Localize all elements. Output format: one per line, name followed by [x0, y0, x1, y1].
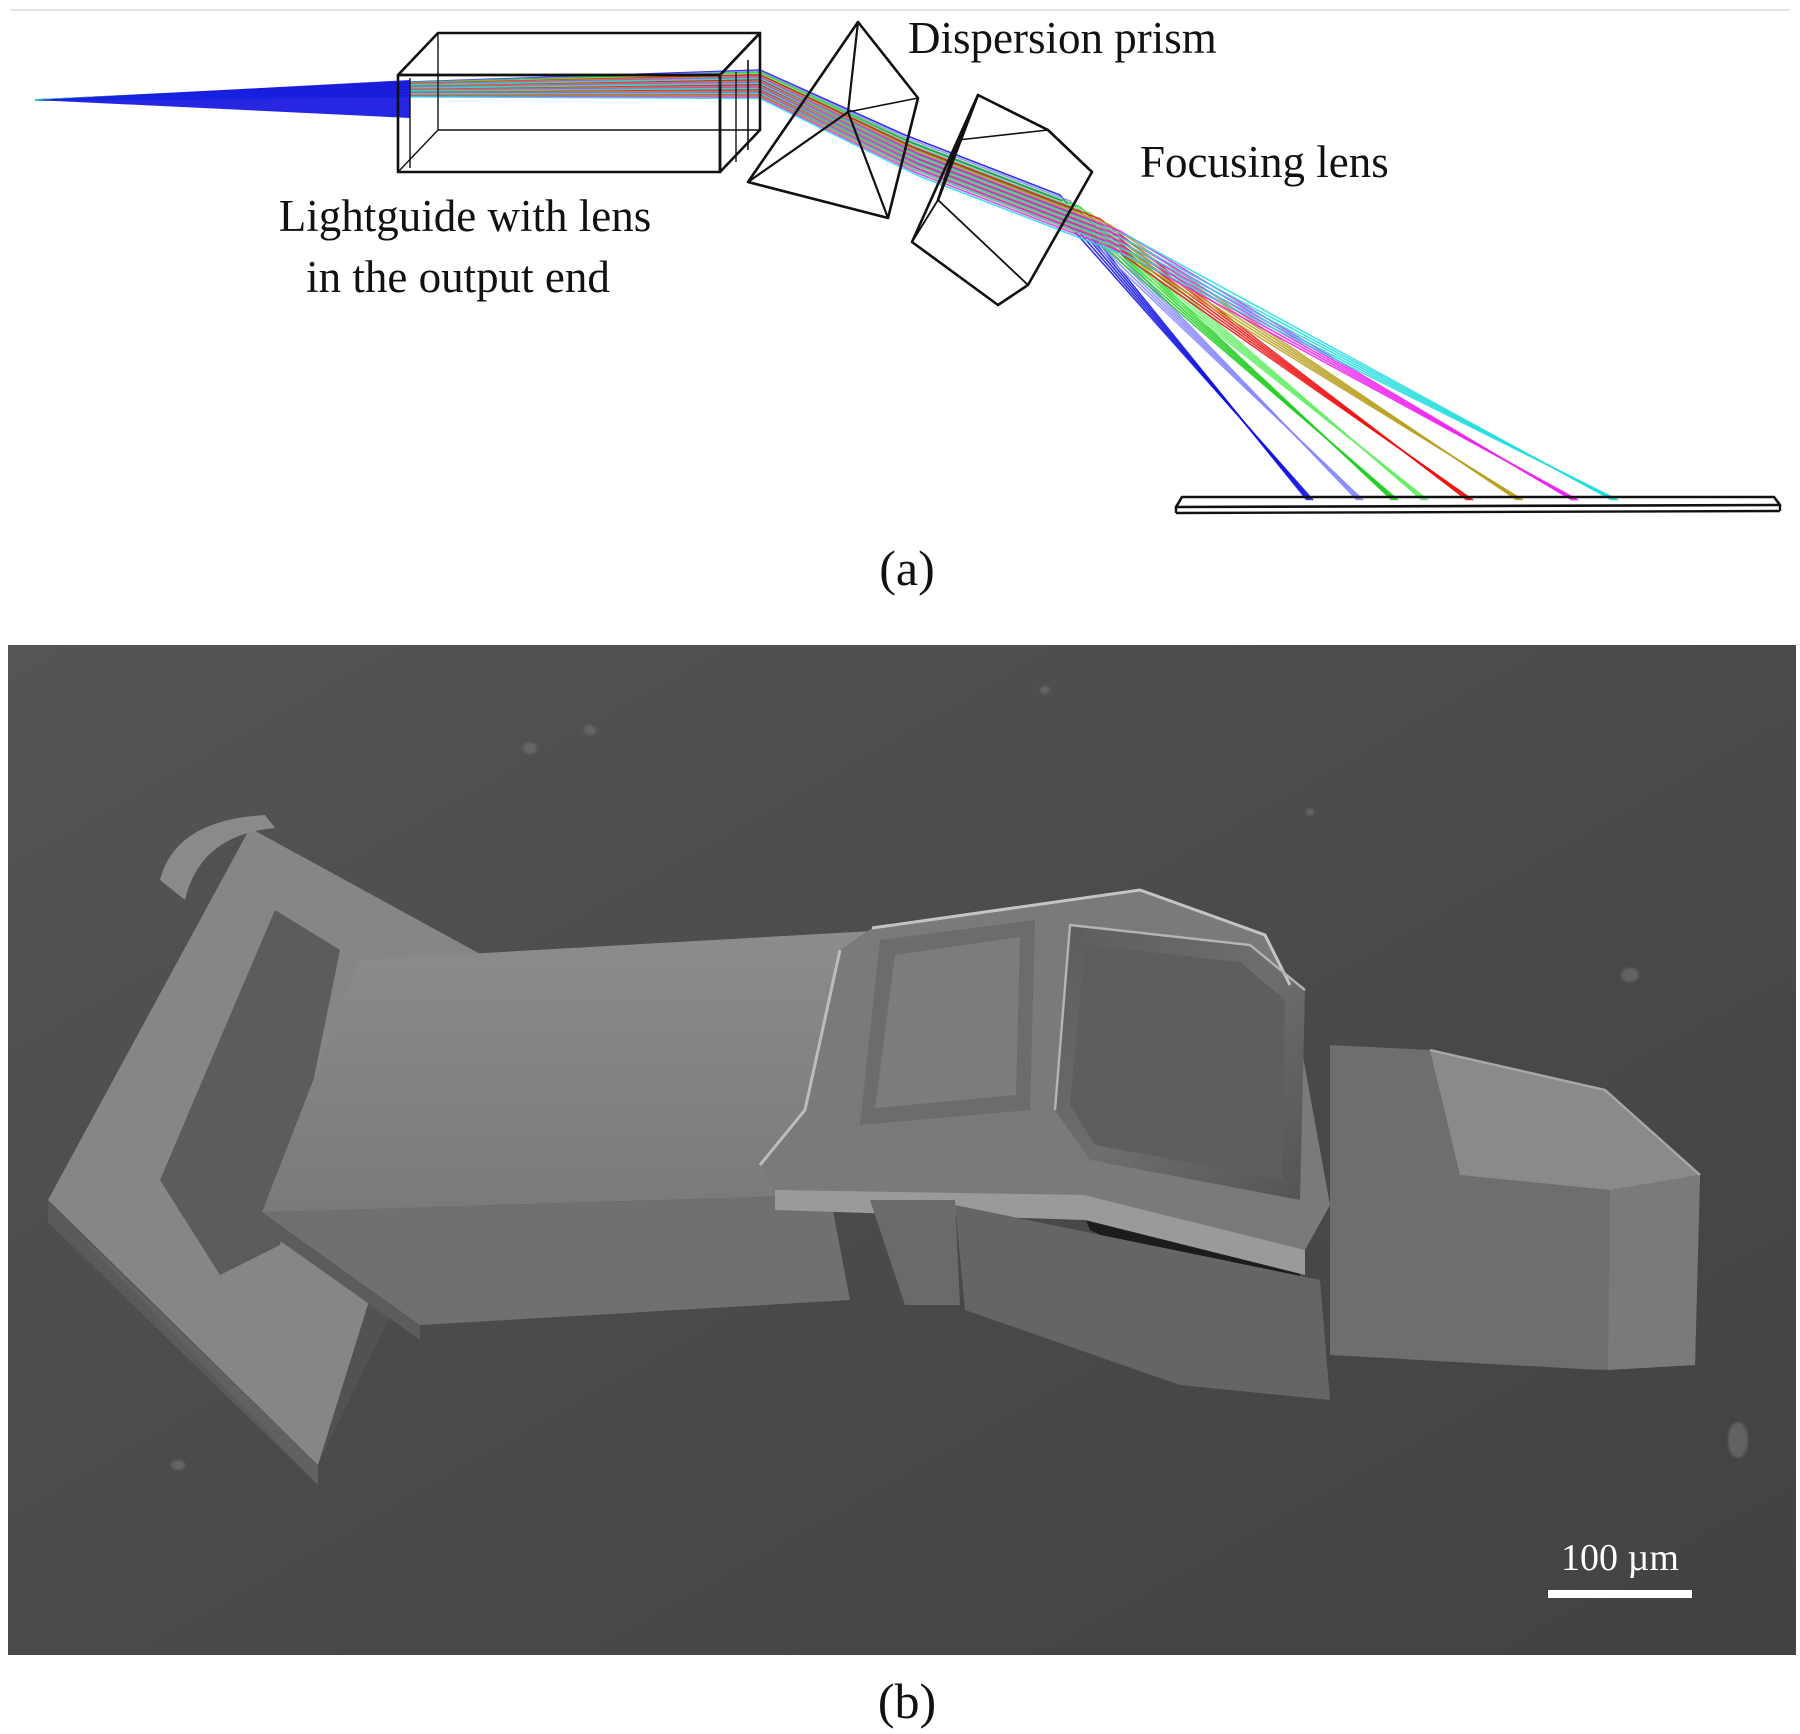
label-dispersion-prism: Dispersion prism	[908, 13, 1217, 63]
detector-plate	[1174, 495, 1782, 515]
panel-a-ray-trace: Dispersion prism Focusing lens Lightguid…	[34, 13, 1782, 596]
lightguide-with-lens	[396, 31, 762, 174]
scale-bar-label: 100 µm	[1561, 1537, 1679, 1579]
caption-b: (b)	[878, 1673, 936, 1729]
dust-specks	[171, 686, 1748, 1470]
label-lightguide-line2: in the output end	[306, 252, 610, 302]
dispersion-prism	[746, 20, 920, 220]
scale-bar: 100 µm	[1548, 1537, 1692, 1598]
label-lightguide-line1: Lightguide with lens	[279, 191, 651, 241]
focusing-lens	[910, 93, 1094, 307]
input-cone	[35, 80, 410, 118]
microstructure	[48, 815, 1701, 1485]
ray-line	[34, 79, 1311, 501]
caption-a: (a)	[879, 540, 935, 596]
scale-bar-line	[1548, 1590, 1692, 1598]
label-focusing-lens: Focusing lens	[1140, 137, 1389, 187]
ray-line	[34, 70, 1358, 501]
ray-line	[34, 84, 1313, 501]
ray-line	[34, 74, 1310, 501]
panel-b-sem-micrograph: 100 µm (b)	[8, 645, 1796, 1729]
ray-bundle	[34, 69, 1619, 501]
ray-line	[34, 69, 1308, 501]
ray-line	[34, 89, 1314, 501]
